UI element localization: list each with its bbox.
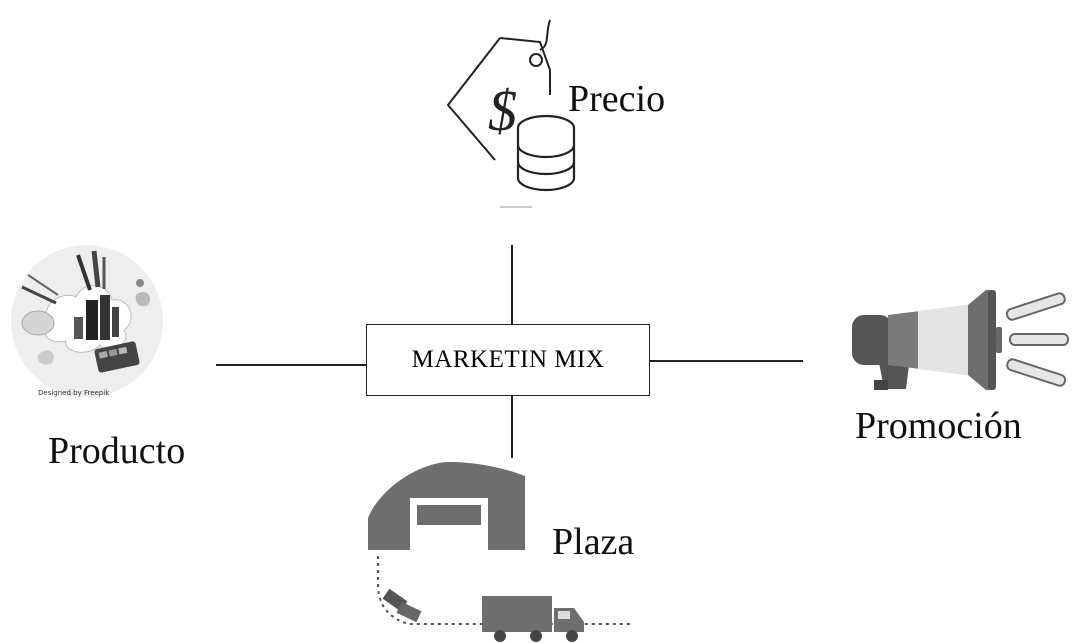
connector-top [511,245,513,325]
svg-text:$: $ [488,78,517,143]
center-label: MARKETIN MIX [411,346,605,373]
connector-left [216,364,367,366]
connector-bottom [511,396,513,458]
warehouse-truck-icon [368,462,630,642]
node-label-top: Precio [568,78,666,120]
node-label-right: Promoción [855,405,1022,447]
node-label-left: Producto [48,430,186,472]
node-label-bottom: Plaza [552,521,635,563]
credit-text: Designed by Freepik [38,389,110,397]
center-node: MARKETIN MIX [366,324,650,396]
megaphone-icon [852,290,1069,390]
connector-right [650,360,803,362]
price-tag-coins-icon: $ [446,19,576,208]
cosmetics-products-icon: Designed by Freepik [11,245,163,397]
